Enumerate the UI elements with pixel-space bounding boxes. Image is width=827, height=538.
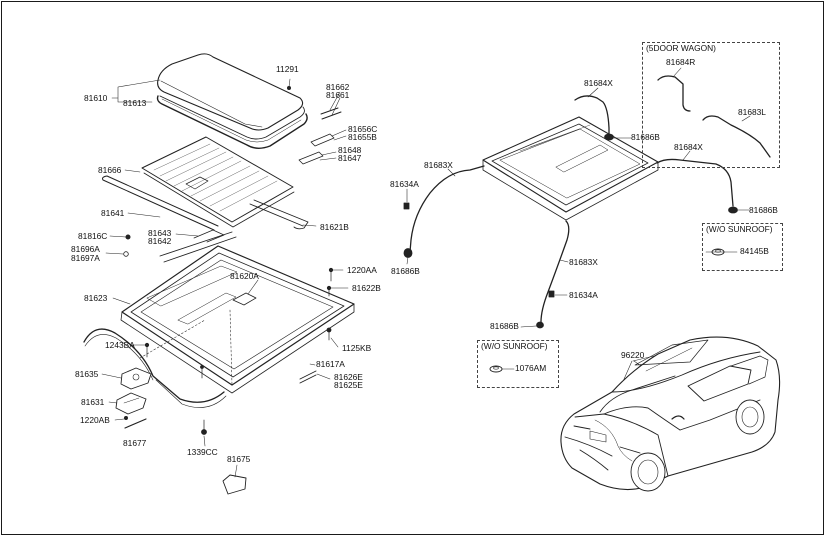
part-label: 81816C — [78, 231, 108, 241]
part-label: 81686B — [391, 266, 420, 276]
wo-sunroof-box-2 — [477, 340, 559, 388]
clip-81662 — [320, 107, 342, 120]
part-label: 81613 — [123, 98, 147, 108]
part-label: 81641 — [101, 208, 125, 218]
part-label: 81643 — [148, 228, 172, 238]
leader-lines-left — [101, 78, 349, 478]
part-label: 81683X — [424, 160, 453, 170]
part-label: 81620A — [230, 271, 259, 281]
box-title-wagon: (5DOOR WAGON) — [646, 43, 716, 53]
part-label: 81642 — [148, 236, 172, 246]
car-illustration — [560, 336, 781, 492]
part-label: 96220 — [621, 350, 645, 360]
part-label: 81675 — [227, 454, 251, 464]
part-label: 81623 — [84, 293, 108, 303]
rod-81677 — [124, 418, 147, 429]
part-label: 84145B — [740, 246, 769, 256]
part-label: 81661 — [326, 90, 350, 100]
part-label: 81697A — [71, 253, 100, 263]
part-label: 81647 — [338, 153, 362, 163]
part-label: 81684X — [674, 142, 703, 152]
part-label: 81686B — [490, 321, 519, 331]
rail-81621B — [249, 199, 309, 230]
bag-81675 — [222, 474, 247, 495]
part-label: 81648 — [338, 145, 362, 155]
part-label: 81683X — [569, 257, 598, 267]
sunshade-81666 — [141, 136, 295, 228]
wo-sunroof-box-1 — [702, 223, 783, 271]
box-title-wo-sunroof-1: (W/O SUNROOF) — [706, 224, 773, 234]
box-title-wo-sunroof-2: (W/O SUNROOF) — [481, 341, 548, 351]
part-label: 81634A — [569, 290, 598, 300]
part-label: 1220AB — [80, 415, 110, 425]
part-label: 81684X — [584, 78, 613, 88]
switch-81631 — [115, 392, 147, 415]
part-label: 81626E — [334, 372, 363, 382]
part-label: 81684R — [666, 57, 696, 67]
bracket-81643 — [193, 229, 225, 243]
part-label: 81635 — [75, 369, 99, 379]
part-label: 1125KB — [342, 343, 372, 353]
part-label: 81666 — [98, 165, 122, 175]
part-label: 81610 — [84, 93, 108, 103]
part-label: 1339CC — [187, 447, 218, 457]
part-label: 81617A — [316, 359, 345, 369]
part-label: 11291 — [276, 64, 299, 74]
part-label: 1243BA — [105, 340, 135, 350]
part-label: 81686B — [749, 205, 778, 215]
part-label: 81625E — [334, 380, 363, 390]
part-label: 81683L — [738, 107, 766, 117]
part-label: 1076AM — [515, 363, 547, 373]
part-label: 81662 — [326, 82, 350, 92]
drive-cable — [83, 328, 225, 403]
wagon-inset-box — [642, 42, 780, 168]
part-label: 81631 — [81, 397, 105, 407]
bracket-81617A — [299, 370, 317, 384]
deflector-81641 — [102, 175, 219, 231]
part-label: 81677 — [123, 438, 147, 448]
glass-weatherstrip-81613 — [156, 95, 308, 149]
part-label: 81621B — [320, 222, 349, 232]
clip-81648 — [298, 151, 324, 165]
part-label: 81655B — [348, 132, 377, 142]
drain-hoses — [409, 75, 771, 323]
sunroof-glass-81610 — [157, 53, 305, 143]
part-label: 81686B — [631, 132, 660, 142]
part-label: 81696A — [71, 244, 100, 254]
motor-81635 — [120, 367, 152, 390]
clip-81656C — [310, 133, 335, 147]
part-label: 1220AA — [347, 265, 377, 275]
part-label: 81656C — [348, 124, 378, 134]
sunroof-frame-81620A — [120, 231, 355, 394]
part-label: 81634A — [390, 179, 419, 189]
hose-grommets — [403, 133, 738, 329]
part-label: 81622B — [352, 283, 381, 293]
